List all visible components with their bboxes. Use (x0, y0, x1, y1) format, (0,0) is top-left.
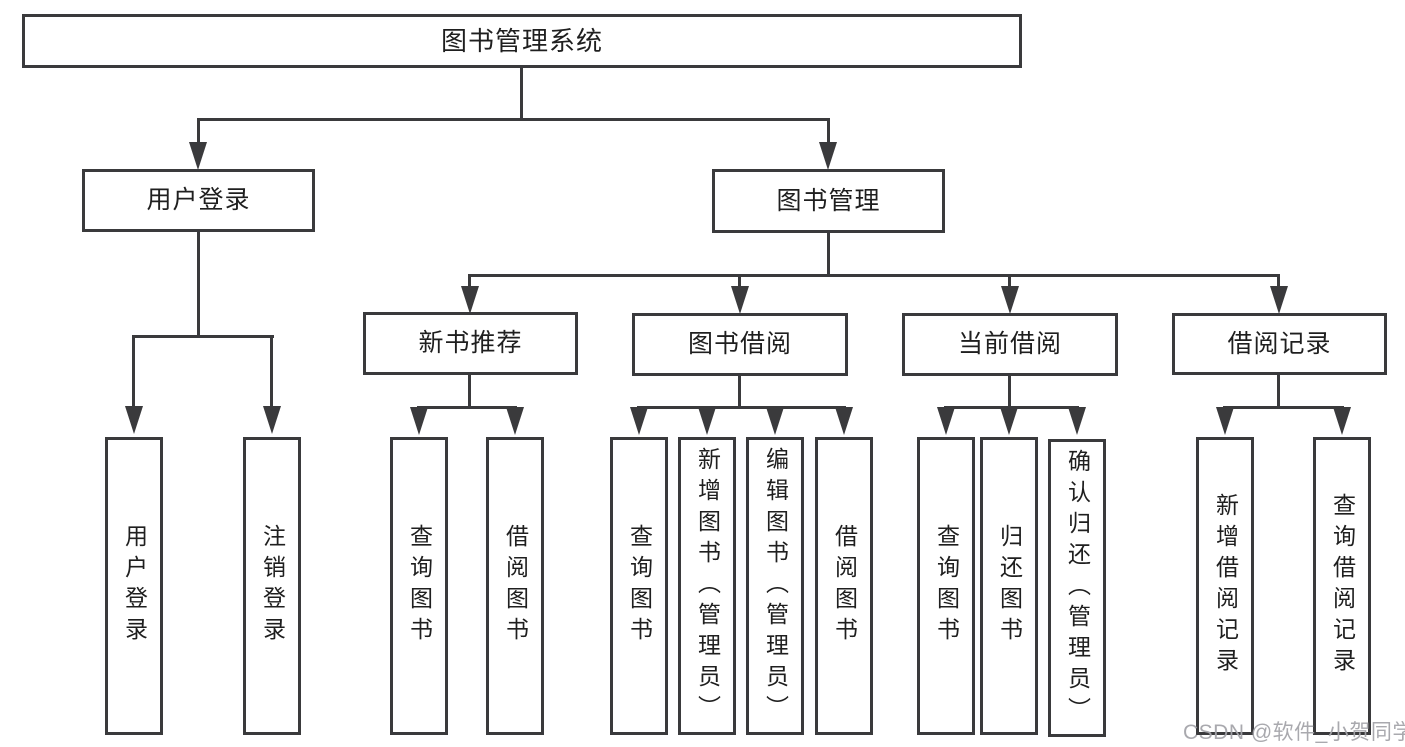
arrowhead-down-icon (506, 407, 524, 435)
leaf-add-books-admin-label: 新增图书（管理员） (694, 446, 721, 726)
arrowhead-down-icon (819, 142, 837, 170)
leaf-logout: 注销登录 (243, 437, 301, 735)
leaf-edit-books-admin: 编辑图书（管理员） (746, 437, 804, 735)
connector-line (270, 335, 273, 406)
leaf-return-books: 归还图书 (980, 437, 1038, 735)
connector-line (1277, 375, 1280, 406)
leaf-confirm-return-admin: 确认归还（管理员） (1048, 439, 1106, 737)
leaf-add-borrow-record: 新增借阅记录 (1196, 437, 1254, 735)
connector-line (468, 274, 1280, 277)
leaf-query-books-recommend-label: 查询图书 (406, 524, 433, 648)
arrowhead-down-icon (1216, 407, 1234, 435)
arrowhead-down-icon (937, 407, 955, 435)
node-user-login-label: 用户登录 (146, 186, 251, 214)
arrowhead-down-icon (698, 407, 716, 435)
leaf-query-books-current: 查询图书 (917, 437, 975, 735)
leaf-query-books-borrowing: 查询图书 (610, 437, 668, 735)
connector-line (197, 118, 200, 144)
leaf-borrow-books-recommend-label: 借阅图书 (502, 524, 529, 648)
connector-line (1223, 406, 1344, 409)
connector-line (132, 335, 135, 406)
leaf-query-books-borrowing-label: 查询图书 (626, 524, 653, 648)
node-current-borrowing-label: 当前借阅 (957, 330, 1062, 358)
arrowhead-down-icon (1000, 407, 1018, 435)
node-user-login: 用户登录 (82, 169, 315, 232)
node-root-label: 图书管理系统 (440, 26, 603, 56)
node-book-management-label: 图书管理 (776, 186, 881, 215)
leaf-add-books-admin: 新增图书（管理员） (678, 437, 736, 735)
connector-line (197, 118, 830, 121)
leaf-return-books-label: 归还图书 (996, 524, 1023, 648)
arrowhead-down-icon (731, 286, 749, 314)
leaf-borrow-books-label: 借阅图书 (831, 524, 858, 648)
node-book-management: 图书管理 (712, 169, 945, 233)
arrowhead-down-icon (1270, 286, 1288, 314)
leaf-query-borrow-record: 查询借阅记录 (1313, 437, 1371, 735)
arrowhead-down-icon (766, 407, 784, 435)
leaf-confirm-return-admin-label: 确认归还（管理员） (1064, 448, 1091, 728)
arrowhead-down-icon (1068, 407, 1086, 435)
leaf-query-books-recommend: 查询图书 (390, 437, 448, 735)
arrowhead-down-icon (125, 406, 143, 434)
connector-line (1008, 376, 1011, 406)
leaf-query-books-current-label: 查询图书 (933, 524, 960, 648)
arrowhead-down-icon (835, 407, 853, 435)
node-new-book-recommend-label: 新书推荐 (418, 329, 523, 357)
leaf-user-login: 用户登录 (105, 437, 163, 735)
connector-line (1008, 274, 1011, 286)
arrowhead-down-icon (1001, 286, 1019, 314)
arrowhead-down-icon (263, 406, 281, 434)
leaf-edit-books-admin-label: 编辑图书（管理员） (762, 446, 789, 726)
connector-line (197, 232, 200, 335)
connector-line (520, 68, 523, 118)
leaf-borrow-books-recommend: 借阅图书 (486, 437, 544, 735)
node-book-borrowing: 图书借阅 (632, 313, 848, 376)
leaf-query-borrow-record-label: 查询借阅记录 (1329, 493, 1356, 679)
arrowhead-down-icon (410, 407, 428, 435)
connector-line (738, 274, 741, 286)
connector-line (1277, 274, 1280, 286)
node-current-borrowing: 当前借阅 (902, 313, 1118, 376)
node-borrowing-records-label: 借阅记录 (1227, 329, 1332, 358)
leaf-add-borrow-record-label: 新增借阅记录 (1212, 493, 1239, 679)
connector-line (468, 274, 471, 286)
connector-line (827, 118, 830, 144)
leaf-user-login-label: 用户登录 (121, 524, 148, 648)
arrowhead-down-icon (1333, 407, 1351, 435)
connector-line (827, 233, 830, 274)
node-book-borrowing-label: 图书借阅 (687, 330, 792, 358)
connector-line (417, 406, 517, 409)
node-borrowing-records: 借阅记录 (1172, 313, 1387, 375)
arrowhead-down-icon (461, 286, 479, 314)
node-new-book-recommend: 新书推荐 (363, 312, 578, 375)
connector-line (132, 335, 274, 338)
arrowhead-down-icon (189, 142, 207, 170)
connector-line (738, 376, 741, 406)
leaf-borrow-books: 借阅图书 (815, 437, 873, 735)
arrowhead-down-icon (630, 407, 648, 435)
connector-line (468, 375, 471, 406)
connector-line (637, 406, 846, 409)
leaf-logout-label: 注销登录 (259, 524, 286, 648)
node-root: 图书管理系统 (22, 14, 1022, 68)
